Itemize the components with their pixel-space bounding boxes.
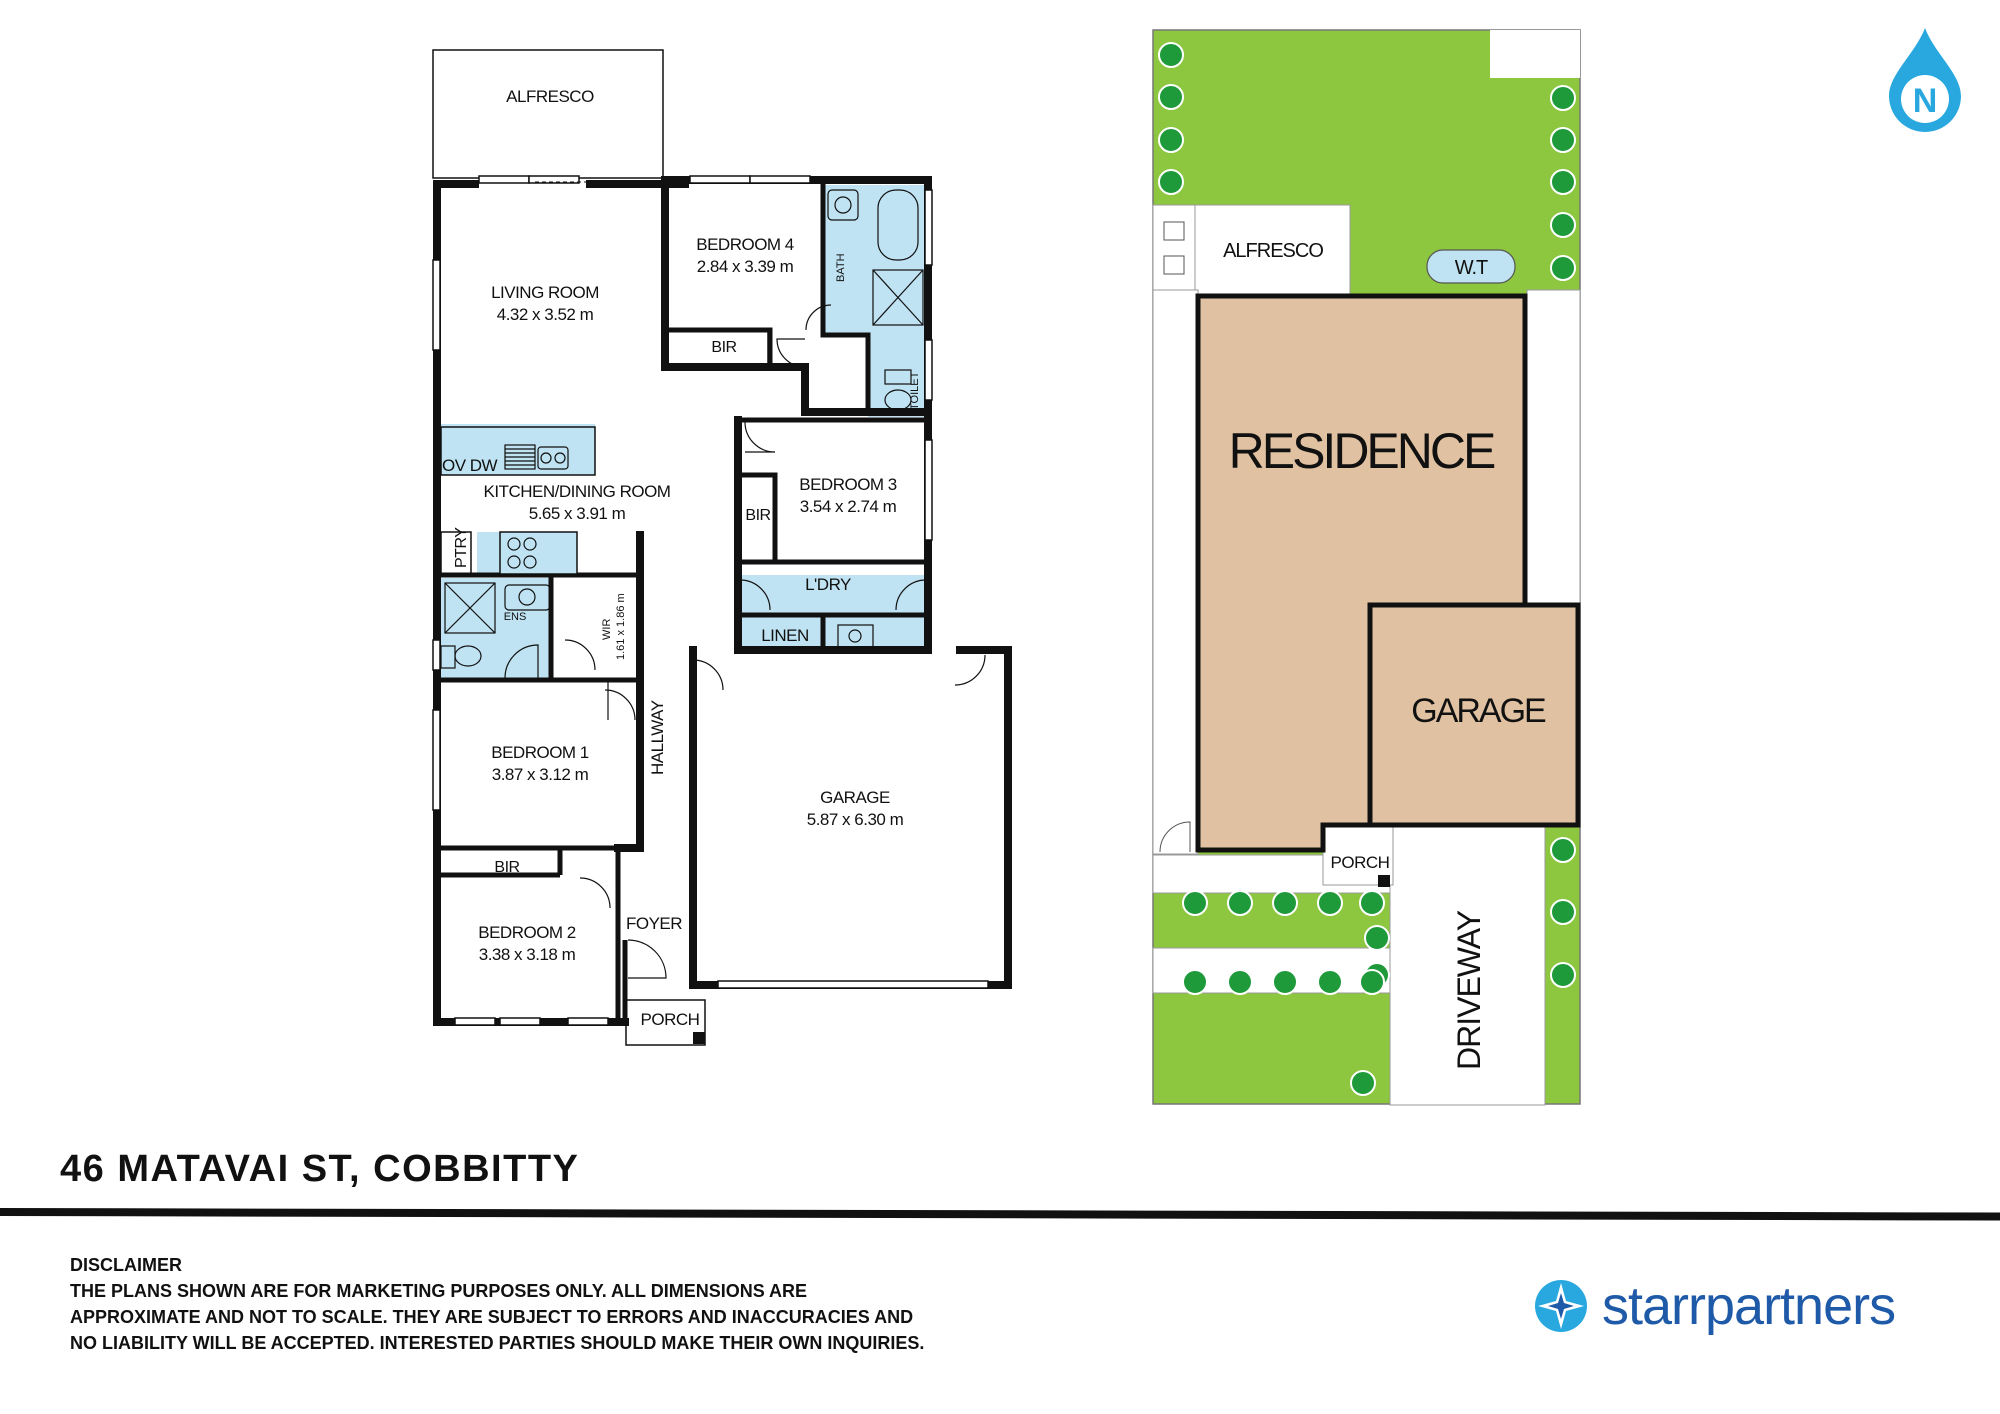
alfresco-outline	[432, 49, 664, 179]
floor-and-site-plan: ALFRESCO LIVING ROOM 4.32 x 3.52 m BEDRO…	[432, 29, 1581, 1106]
fixture-symbols	[440, 189, 986, 979]
porch-post	[693, 1032, 705, 1044]
property-address: 46 MATAVAI ST, COBBITTY	[60, 1148, 580, 1190]
label-site-porch: PORCH	[1331, 853, 1390, 872]
shrub-icon	[1158, 84, 1184, 110]
dims-garage: 5.87 x 6.30 m	[807, 810, 904, 829]
shrub-icon	[1550, 85, 1576, 111]
label-linen: LINEN	[761, 626, 809, 645]
shrub-icon	[1272, 890, 1298, 916]
shrub-icon	[1227, 890, 1253, 916]
label-water-tank: W.T	[1455, 257, 1488, 279]
label-bir-bed3: BIR	[745, 507, 770, 524]
shrub-icon	[1158, 169, 1184, 195]
divider-line	[0, 1208, 2000, 1221]
disclaimer-line-2: APPROXIMATE AND NOT TO SCALE. THEY ARE S…	[70, 1307, 914, 1327]
site-garage	[1367, 602, 1581, 828]
label-ov-dw: OV DW	[442, 456, 498, 475]
label-bath: BATH	[835, 253, 847, 282]
floor-plan: ALFRESCO LIVING ROOM 4.32 x 3.52 m BEDRO…	[432, 49, 1012, 1046]
dims-bedroom-3: 3.54 x 2.74 m	[800, 497, 897, 516]
dims-bedroom-2: 3.38 x 3.18 m	[479, 945, 576, 964]
dims-bedroom-1: 3.87 x 3.12 m	[492, 765, 589, 784]
disclaimer-heading: DISCLAIMER	[70, 1255, 182, 1275]
kitchen-benches	[440, 426, 596, 575]
label-ptry: PTRY	[453, 527, 470, 568]
label-site-garage: GARAGE	[1411, 692, 1546, 730]
label-porch: PORCH	[641, 1010, 700, 1029]
label-bir-bed4: BIR	[711, 339, 736, 356]
brand-name: starrpartners	[1602, 1276, 1896, 1336]
label-driveway: DRIVEWAY	[1451, 910, 1487, 1070]
label-toilet: TOILET	[909, 371, 921, 410]
site-shrubs	[1158, 42, 1576, 1096]
shrub-icon	[1182, 969, 1208, 995]
shrub-icon	[1550, 899, 1576, 925]
shrub-icon	[1317, 969, 1343, 995]
disclaimer: DISCLAIMER THE PLANS SHOWN ARE FOR MARKE…	[70, 1252, 1010, 1356]
shrub-icon	[1550, 962, 1576, 988]
label-garage: GARAGE	[820, 788, 890, 807]
site-gate	[1159, 821, 1191, 853]
shrub-icon	[1158, 127, 1184, 153]
north-label: N	[1913, 82, 1938, 120]
label-foyer: FOYER	[626, 914, 682, 933]
brand-logo: starrpartners	[1530, 1275, 1896, 1337]
label-bedroom-4: BEDROOM 4	[696, 235, 794, 254]
shrub-icon	[1550, 837, 1576, 863]
shrub-icon	[1364, 925, 1390, 951]
site-steps	[1163, 221, 1185, 275]
shrub-icon	[1158, 42, 1184, 68]
label-residence: RESIDENCE	[1229, 423, 1495, 479]
shrub-icon	[1550, 169, 1576, 195]
dims-bedroom-4: 2.84 x 3.39 m	[697, 257, 794, 276]
shrub-icon	[1317, 890, 1343, 916]
label-hallway: HALLWAY	[648, 700, 667, 775]
label-alfresco: ALFRESCO	[506, 87, 594, 106]
disclaimer-line-1: THE PLANS SHOWN ARE FOR MARKETING PURPOS…	[70, 1281, 808, 1301]
label-kitchen-dining: KITCHEN/DINING ROOM	[484, 482, 671, 501]
site-porch-post	[1378, 875, 1390, 887]
shrub-icon	[1359, 969, 1385, 995]
starr-logo-icon	[1535, 1280, 1587, 1332]
dims-living-room: 4.32 x 3.52 m	[497, 305, 594, 324]
shrub-icon	[1272, 969, 1298, 995]
windows	[432, 175, 989, 1026]
label-wir-dims: 1.61 x 1.86 m	[615, 593, 627, 660]
bir-bed4-box	[667, 329, 769, 368]
label-bir-bed2: BIR	[494, 859, 519, 876]
label-living-room: LIVING ROOM	[491, 283, 599, 302]
label-site-alfresco: ALFRESCO	[1223, 240, 1323, 262]
north-arrow-icon: N	[1889, 28, 1961, 132]
label-wir: WIR	[601, 619, 613, 640]
shrub-icon	[1227, 969, 1253, 995]
label-laundry: L'DRY	[805, 575, 851, 594]
shrub-icon	[1359, 890, 1385, 916]
water-tank	[1426, 249, 1516, 284]
label-bedroom-1: BEDROOM 1	[491, 743, 589, 762]
dims-kitchen-dining: 5.65 x 3.91 m	[529, 504, 626, 523]
label-bedroom-2: BEDROOM 2	[478, 923, 576, 942]
shrub-icon	[1350, 1070, 1376, 1096]
site-plan: W.T ALFRESCO RESIDENCE GARAGE PORCH DRIV…	[1152, 29, 1581, 1106]
site-paths	[1152, 204, 1581, 1106]
shrub-icon	[1550, 255, 1576, 281]
label-ensuite: ENS	[504, 611, 527, 623]
disclaimer-line-3: NO LIABILITY WILL BE ACCEPTED. INTERESTE…	[70, 1333, 925, 1353]
shrub-icon	[1550, 127, 1576, 153]
shrub-icon	[1550, 212, 1576, 238]
shrub-icon	[1182, 890, 1208, 916]
label-bedroom-3: BEDROOM 3	[799, 475, 897, 494]
site-corner-cutout	[1490, 30, 1580, 78]
